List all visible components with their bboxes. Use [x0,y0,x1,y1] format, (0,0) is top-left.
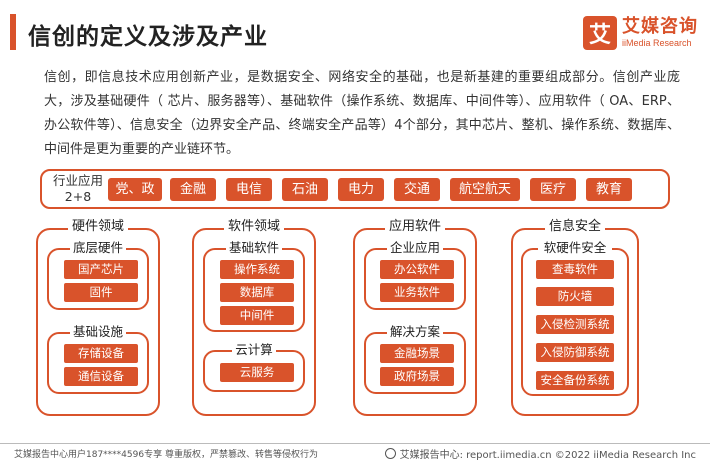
footer-source-text: 艾媒报告中心: report.iimedia.cn ©2022 iiMedia … [399,450,696,461]
leaf-item: 存储设备 [64,344,138,363]
leaf-item: 通信设备 [64,367,138,386]
brand-logo: 艾 艾媒咨询 iiMedia Research [583,13,698,53]
group-title: 云计算 [232,342,276,358]
domain-title: 应用软件 [385,218,445,236]
group-title: 软硬件安全 [538,240,612,256]
group-title: 企业应用 [387,240,443,256]
intro-paragraph: 信创，即信息技术应用创新产业，是数据安全、网络安全的基础，也是新基建的重要组成部… [44,70,680,157]
group-title: 解决方案 [387,324,443,340]
leaf-item: 业务软件 [380,283,454,302]
industry-application-row: 行业应用 2+8 党、政 金融 电信 石油 电力 交通 航空航天 医疗 教育 [40,169,670,209]
leaf-item: 国产芯片 [64,260,138,279]
logo-name-cn: 艾媒咨询 [622,16,698,37]
logo-name-en: iiMedia Research [622,38,692,48]
leaf-item: 云服务 [220,363,294,382]
industry-item: 交通 [394,178,440,201]
title-accent-bar [10,14,16,50]
logo-mark-icon: 艾 [583,16,617,50]
footer-divider [0,443,710,444]
leaf-item: 查毒软件 [536,260,614,279]
industry-item: 教育 [586,178,632,201]
leaf-item: 金融场景 [380,344,454,363]
leaf-item: 中间件 [220,306,294,325]
leaf-item: 政府场景 [380,367,454,386]
group-title: 底层硬件 [70,240,126,256]
industry-item: 石油 [282,178,328,201]
leaf-item: 防火墙 [536,287,614,306]
group-title: 基础软件 [226,240,282,256]
domain-title: 硬件领域 [68,218,128,236]
industry-item: 金融 [170,178,216,201]
footer-copyright-notice: 艾媒报告中心用户187****4596专享 尊重版权，严禁篡改、转售等侵权行为 [14,450,318,460]
leaf-item: 入侵防御系统 [536,343,614,362]
industry-label: 行业应用 2+8 [52,173,103,204]
industry-item: 电信 [226,178,272,201]
footer-source: 艾媒报告中心: report.iimedia.cn ©2022 iiMedia … [384,446,696,461]
industry-item: 党、政 [108,178,162,201]
industry-item: 电力 [338,178,384,201]
leaf-item: 数据库 [220,283,294,302]
leaf-item: 操作系统 [220,260,294,279]
industry-item: 医疗 [530,178,576,201]
leaf-item: 入侵检测系统 [536,315,614,334]
domain-title: 软件领域 [224,218,284,236]
group-title: 基础设施 [70,324,126,340]
leaf-item: 安全备份系统 [536,371,614,390]
page-title: 信创的定义及涉及产业 [28,24,268,50]
leaf-item: 办公软件 [380,260,454,279]
industry-item: 航空航天 [450,178,520,201]
domain-title: 信息安全 [545,218,605,236]
globe-icon [384,448,396,459]
leaf-item: 固件 [64,283,138,302]
